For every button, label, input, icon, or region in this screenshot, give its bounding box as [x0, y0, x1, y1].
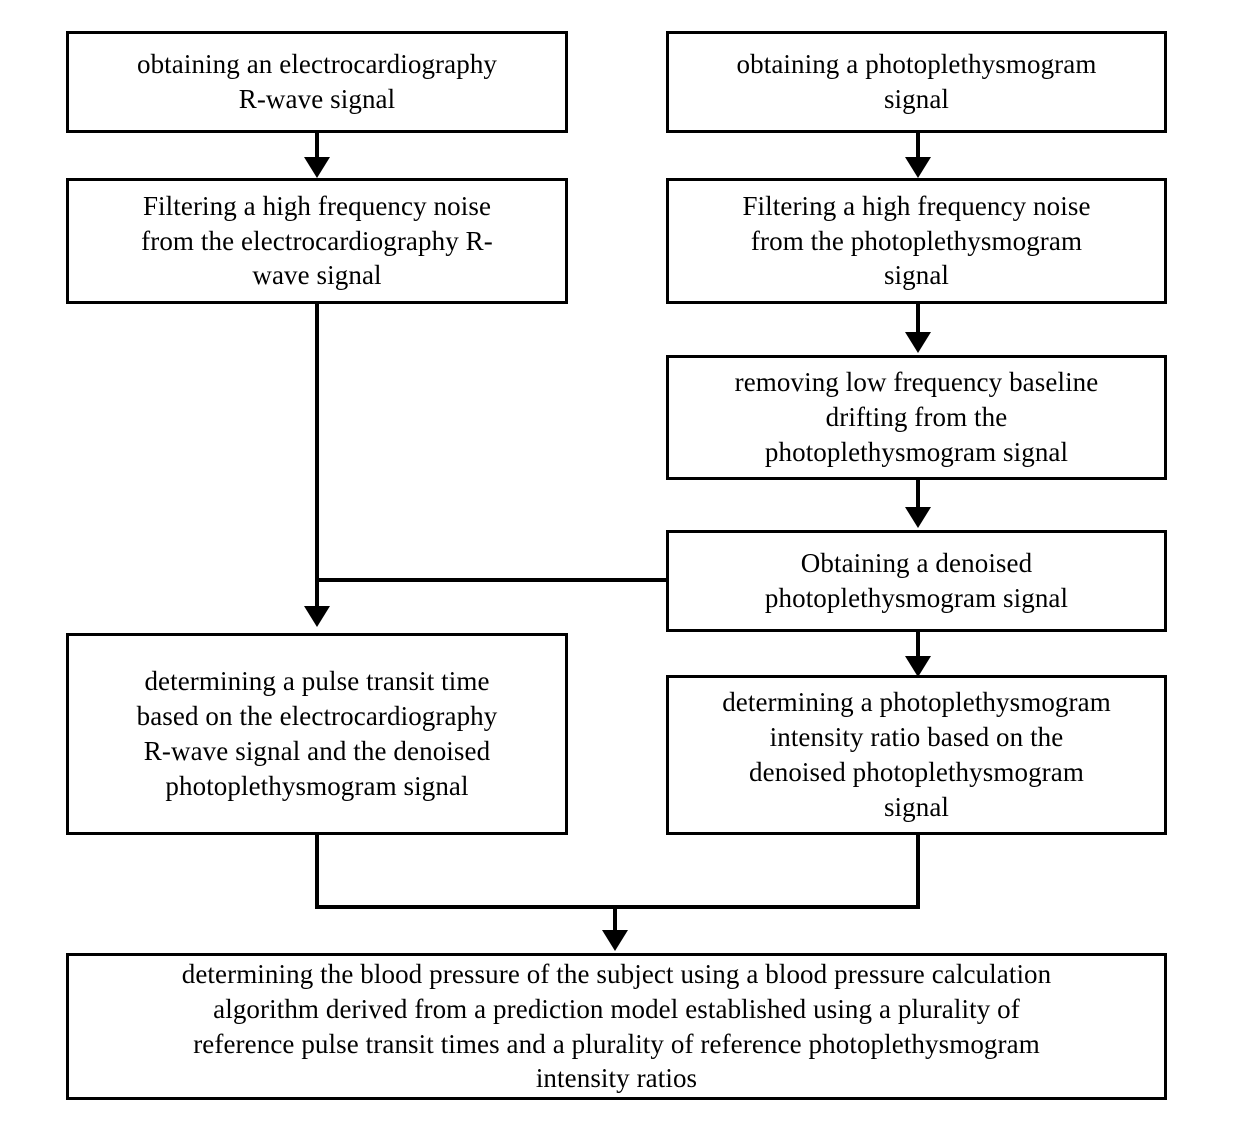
arrowhead-ppg-baseline	[905, 332, 931, 353]
node-ppg-intensity-ratio-label: determining a photoplethysmogram intensi…	[722, 687, 1111, 822]
connector-ppg-denoised-to-pir	[916, 632, 920, 659]
node-blood-pressure-result-label: determining the blood pressure of the su…	[181, 958, 1052, 1094]
node-ecg-filter[interactable]: Filtering a high frequency noise from th…	[66, 178, 568, 304]
node-ppg-baseline-label: removing low frequency baseline drifting…	[734, 367, 1099, 467]
connector-ptt-down	[315, 835, 319, 909]
node-ppg-filter[interactable]: Filtering a high frequency noise from th…	[666, 178, 1167, 304]
node-ppg-filter-label: Filtering a high frequency noise from th…	[742, 190, 1091, 291]
node-ppg-intensity-ratio[interactable]: determining a photoplethysmogram intensi…	[666, 675, 1167, 835]
node-ecg-acquire[interactable]: obtaining an electrocardiography R-wave …	[66, 31, 568, 133]
node-ppg-denoised-label: Obtaining a denoised photoplethysmogram …	[764, 548, 1069, 613]
node-ppg-denoised[interactable]: Obtaining a denoised photoplethysmogram …	[666, 530, 1167, 632]
node-ppg-acquire[interactable]: obtaining a photoplethysmogram signal	[666, 31, 1167, 133]
arrowhead-ppg-filter	[905, 157, 931, 178]
connector-ppg-filter-to-ppg-baseline	[916, 304, 920, 333]
node-blood-pressure-result[interactable]: determining the blood pressure of the su…	[66, 953, 1167, 1100]
node-pulse-transit-time-label: determining a pulse transit time based o…	[136, 666, 498, 801]
arrowhead-ppg-denoised	[905, 507, 931, 528]
connector-ppg-acquire-to-ppg-filter	[916, 133, 920, 163]
connector-ecg-filter-to-ptt	[315, 304, 319, 609]
arrowhead-ppg-intensity-ratio	[905, 656, 931, 677]
connector-merge-bar	[315, 905, 920, 909]
connector-ppg-baseline-to-ppg-denoised	[916, 480, 920, 508]
node-ecg-filter-label: Filtering a high frequency noise from th…	[141, 190, 493, 291]
arrowhead-ecg-filter	[304, 157, 330, 178]
connector-merge-to-result	[613, 905, 617, 933]
node-ppg-acquire-label: obtaining a photoplethysmogram signal	[736, 49, 1097, 114]
node-pulse-transit-time[interactable]: determining a pulse transit time based o…	[66, 633, 568, 835]
connector-ppg-denoised-to-ptt	[315, 578, 666, 582]
connector-pir-down	[916, 835, 920, 909]
node-ecg-acquire-label: obtaining an electrocardiography R-wave …	[136, 49, 498, 114]
node-ppg-baseline[interactable]: removing low frequency baseline drifting…	[666, 355, 1167, 480]
arrowhead-pulse-transit-time	[304, 606, 330, 627]
arrowhead-blood-pressure-result	[602, 930, 628, 951]
connector-ecg-acquire-to-ecg-filter	[315, 133, 319, 163]
